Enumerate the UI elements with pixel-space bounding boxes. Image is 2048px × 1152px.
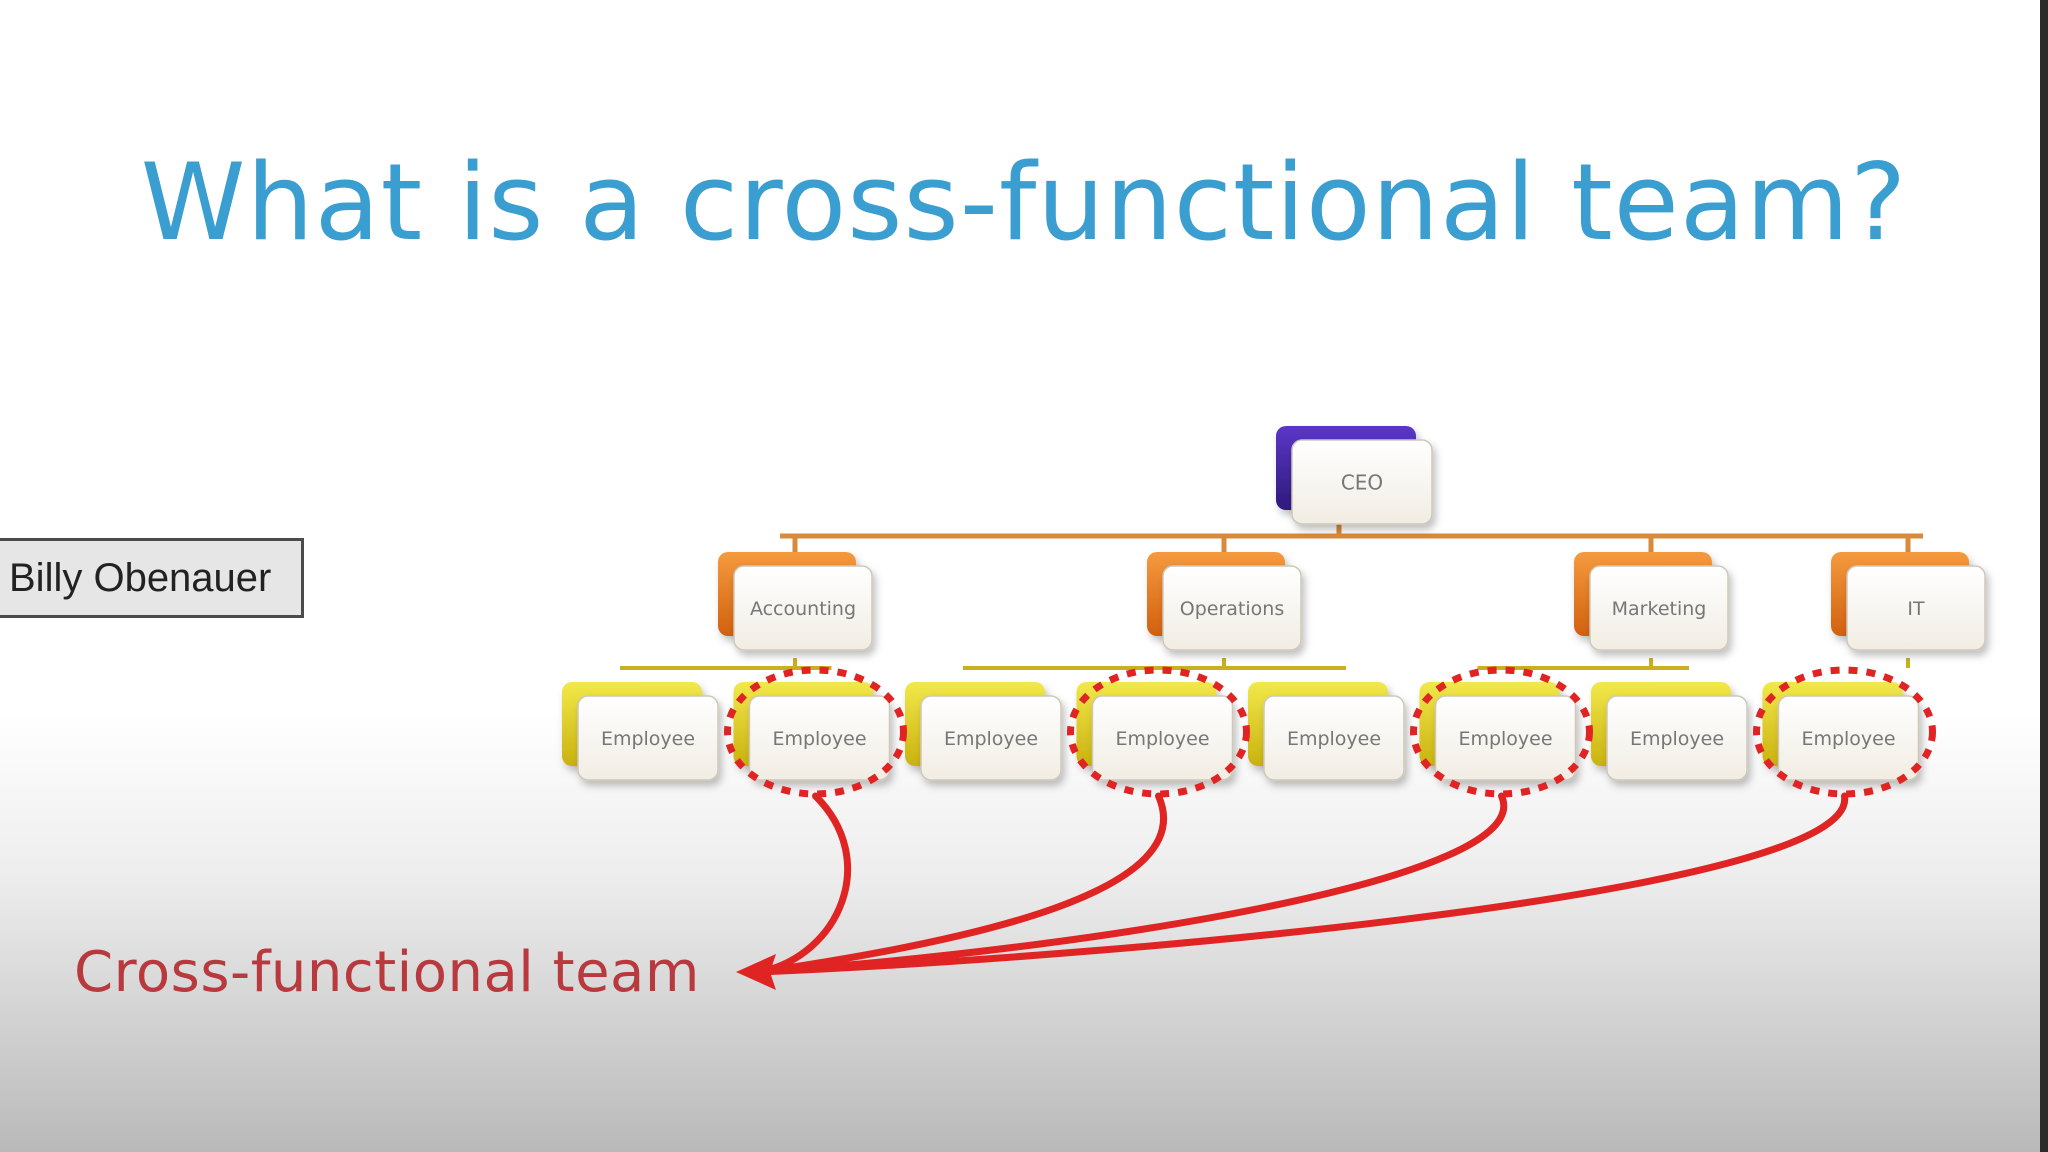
department-box-card <box>733 565 873 651</box>
team-arrow <box>756 792 852 976</box>
team-arrow <box>756 792 1508 976</box>
team-arrow <box>756 792 1168 976</box>
highlight-ring <box>1410 666 1593 798</box>
slide-title: What is a cross-functional team? <box>140 141 1908 264</box>
employee-box-label: Employee <box>772 728 866 750</box>
employee-box-label: Employee <box>1115 728 1209 750</box>
highlight-ring <box>1753 666 1936 798</box>
team-arrow <box>756 792 1849 976</box>
department-box-label: Marketing <box>1612 598 1707 620</box>
employee-box-card <box>920 695 1062 781</box>
employee-box-label: Employee <box>1287 728 1381 750</box>
employee-box-card <box>1263 695 1405 781</box>
cross-functional-team-label: Cross-functional team <box>74 940 700 1005</box>
ceo-box-label: CEO <box>1341 471 1383 495</box>
employee-box-card <box>1777 695 1920 781</box>
department-box-label: IT <box>1907 598 1925 620</box>
highlight-ring <box>724 666 907 798</box>
department-box-card <box>1589 565 1729 651</box>
presenter-name-tag: Billy Obenauer <box>0 538 304 618</box>
arrowhead-icon <box>736 954 776 990</box>
employee-box-card <box>577 695 719 781</box>
employee-box-label: Employee <box>1630 728 1724 750</box>
highlight-ring <box>1067 666 1250 798</box>
employee-box-label: Employee <box>601 728 695 750</box>
department-box-card <box>1162 565 1302 651</box>
ceo-box-card <box>1291 439 1433 525</box>
employee-box-label: Employee <box>944 728 1038 750</box>
slide-edge <box>2040 0 2048 1152</box>
employee-box-card <box>748 695 891 781</box>
employee-box-card <box>1434 695 1577 781</box>
employee-box-card <box>1091 695 1234 781</box>
employee-box-card <box>1606 695 1748 781</box>
department-box-card <box>1846 565 1986 651</box>
employee-box-label: Employee <box>1458 728 1552 750</box>
department-box-label: Operations <box>1180 598 1284 620</box>
department-box-label: Accounting <box>750 598 856 620</box>
employee-box-label: Employee <box>1801 728 1895 750</box>
